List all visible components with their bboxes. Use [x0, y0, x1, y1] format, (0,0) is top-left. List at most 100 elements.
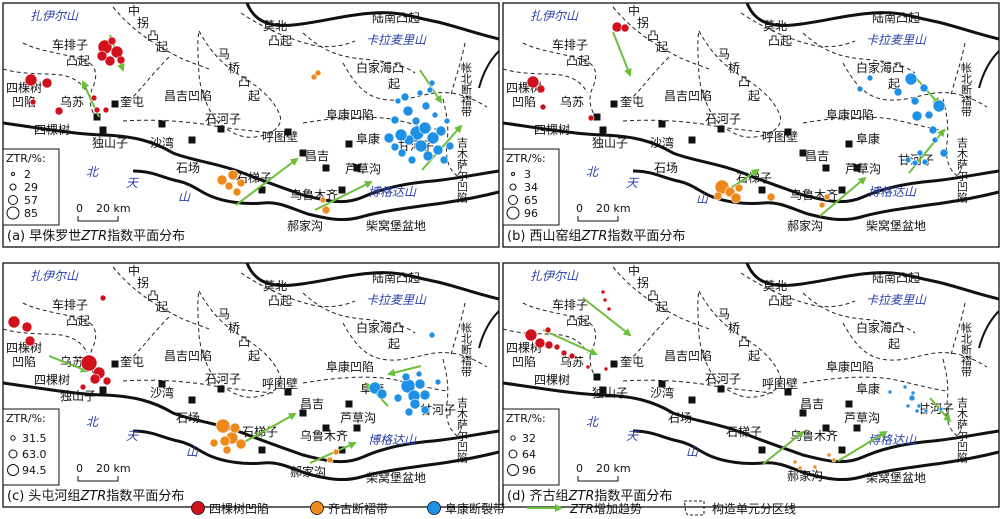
label-chaiwopu-basin: 柴窝堡盆地	[366, 218, 426, 233]
label-zhongguai-3: 凸	[147, 29, 159, 43]
scale-zero: 0	[76, 202, 83, 215]
label-mobei-1: 莫北	[763, 279, 787, 293]
label-maqiao-1: 马	[218, 307, 230, 321]
scale-label: 20 km	[96, 202, 131, 215]
ztr-sample-dot	[916, 403, 922, 409]
label-shawan: 沙湾	[650, 385, 674, 400]
ztr-sample-dot	[90, 94, 98, 102]
legend-ztr-trend: ZTR增加趋势	[569, 502, 642, 516]
legend-circle-1	[510, 435, 516, 441]
ztr-sample-dot	[110, 45, 124, 59]
ztr-sample-dot	[416, 89, 424, 97]
ztr-sample-dot	[866, 74, 874, 82]
label-zhongguai-1: 中	[628, 3, 640, 18]
ztr-trend-arrow	[387, 365, 422, 377]
label-shawan: 沙湾	[150, 385, 174, 400]
ztr-sample-dot	[394, 128, 408, 142]
label-sikeshu-city: 四棵树	[34, 122, 70, 137]
label-chepaizi-uplift: 凸起	[66, 314, 90, 328]
label-wusu: 乌苏	[60, 94, 84, 109]
label-hutubi: 呼图壁	[262, 376, 298, 391]
legend-circle-3	[7, 464, 19, 476]
city-marker-icon	[799, 149, 807, 157]
city-marker-icon	[338, 186, 346, 194]
city-marker-icon	[284, 388, 292, 396]
city-marker-icon	[217, 385, 225, 393]
label-urumqi: 乌鲁木齐	[290, 187, 338, 202]
ztr-sample-dot	[734, 183, 744, 193]
ztr-sample-dot	[812, 464, 818, 470]
ztr-sample-dot	[797, 465, 803, 471]
label-dushanzi: 独山子	[60, 389, 96, 403]
city-marker-icon	[717, 125, 725, 133]
ztr-trend-arrow	[314, 181, 373, 211]
label-sikeshu-sag-2: 凹陷	[12, 94, 36, 109]
label-tianshan-tian: 天	[126, 176, 140, 190]
legend-value-2: 29	[24, 181, 38, 194]
scale-bar: 0 20 km	[76, 202, 131, 222]
panel-d-title: (d) 齐古组ZTR指数平面分布	[507, 488, 672, 504]
ztr-trend-arrow	[235, 157, 299, 206]
label-zhayier-mountain: 扎伊尔山	[530, 269, 579, 283]
ztr-sample-dot	[421, 101, 431, 111]
label-zhangbei-fold: 帐北断褶带	[960, 62, 973, 118]
label-shitizi: 石梯子	[736, 171, 772, 185]
label-chepaizi-uplift: 凸起	[566, 314, 590, 328]
label-zhongguai-4: 起	[656, 40, 668, 54]
label-zhongguai-1: 中	[628, 263, 640, 278]
label-baijiahai-1: 白家海凸	[856, 320, 904, 335]
label-sikeshu-sag-2: 凹陷	[12, 354, 36, 369]
ztr-sample-dot	[321, 205, 331, 215]
ztr-sample-dot	[434, 378, 442, 386]
legend-circle-3	[508, 195, 518, 205]
ztr-sample-dot	[916, 149, 924, 157]
legend-value-2: 63.0	[22, 448, 47, 461]
legend-value-1: 2	[24, 168, 31, 181]
ztr-trend-arrow	[309, 441, 357, 464]
label-chaiwopu-basin: 柴窝堡盆地	[866, 470, 926, 485]
label-maqiao-3: 凸	[738, 75, 750, 89]
label-tianshan-bei: 北	[586, 415, 600, 429]
legend-value-1: 3	[524, 168, 531, 181]
ztr-sample-dot	[553, 343, 561, 351]
label-zhayier-mountain: 扎伊尔山	[30, 9, 79, 23]
city-marker-icon	[822, 424, 830, 432]
city-marker-icon	[93, 113, 101, 121]
label-dushanzi: 独山子	[592, 386, 628, 400]
ztr-sample-dot	[910, 96, 920, 106]
label-fukang-sag: 阜康凹陷	[826, 359, 874, 374]
label-baijiahai-1: 白家海凸	[356, 60, 404, 75]
label-lucaogou: 芦草沟	[844, 411, 880, 425]
legend-value-1: 32	[522, 432, 536, 445]
city-marker-icon	[822, 164, 830, 172]
legend-value-4: 96	[524, 207, 538, 220]
label-mobei-2: 凸起	[268, 294, 292, 308]
city-marker-icon	[299, 409, 307, 417]
ztr-sample-dot	[235, 438, 247, 450]
label-chepaizi-uplift: 凸起	[566, 54, 590, 68]
label-changji-sag: 昌吉凹陷	[164, 348, 212, 363]
ztr-sample-dot	[902, 384, 908, 390]
label-tianshan-shan: 山	[686, 445, 699, 459]
city-marker-icon	[322, 164, 330, 172]
ztr-sample-dot	[236, 178, 246, 188]
ztr-sample-dot	[931, 136, 939, 144]
ztr-sample-dot	[319, 196, 327, 204]
label-sikeshu-sag-2: 凹陷	[512, 354, 536, 369]
legend-fukang: 阜康断裂带	[445, 501, 505, 516]
label-jimusaer-sag: 吉木萨尔凹陷	[956, 137, 969, 203]
ztr-trend-arrow	[762, 430, 805, 465]
city-marker-icon	[217, 125, 225, 133]
city-marker-icon	[593, 373, 601, 381]
ztr-sample-dot	[730, 192, 742, 204]
label-shichang: 石场	[654, 161, 678, 175]
label-zhongguai-1: 中	[128, 3, 140, 18]
label-baijiahai-1: 白家海凸	[856, 60, 904, 75]
legend-circle-1	[10, 435, 16, 441]
ztr-sample-dot	[568, 352, 576, 360]
city-marker-icon	[188, 396, 196, 404]
ztr-sample-dot	[414, 378, 426, 390]
ztr-sample-dot	[431, 111, 439, 119]
ztr-sample-dot	[404, 407, 414, 417]
ztr-sample-dot	[216, 174, 228, 186]
